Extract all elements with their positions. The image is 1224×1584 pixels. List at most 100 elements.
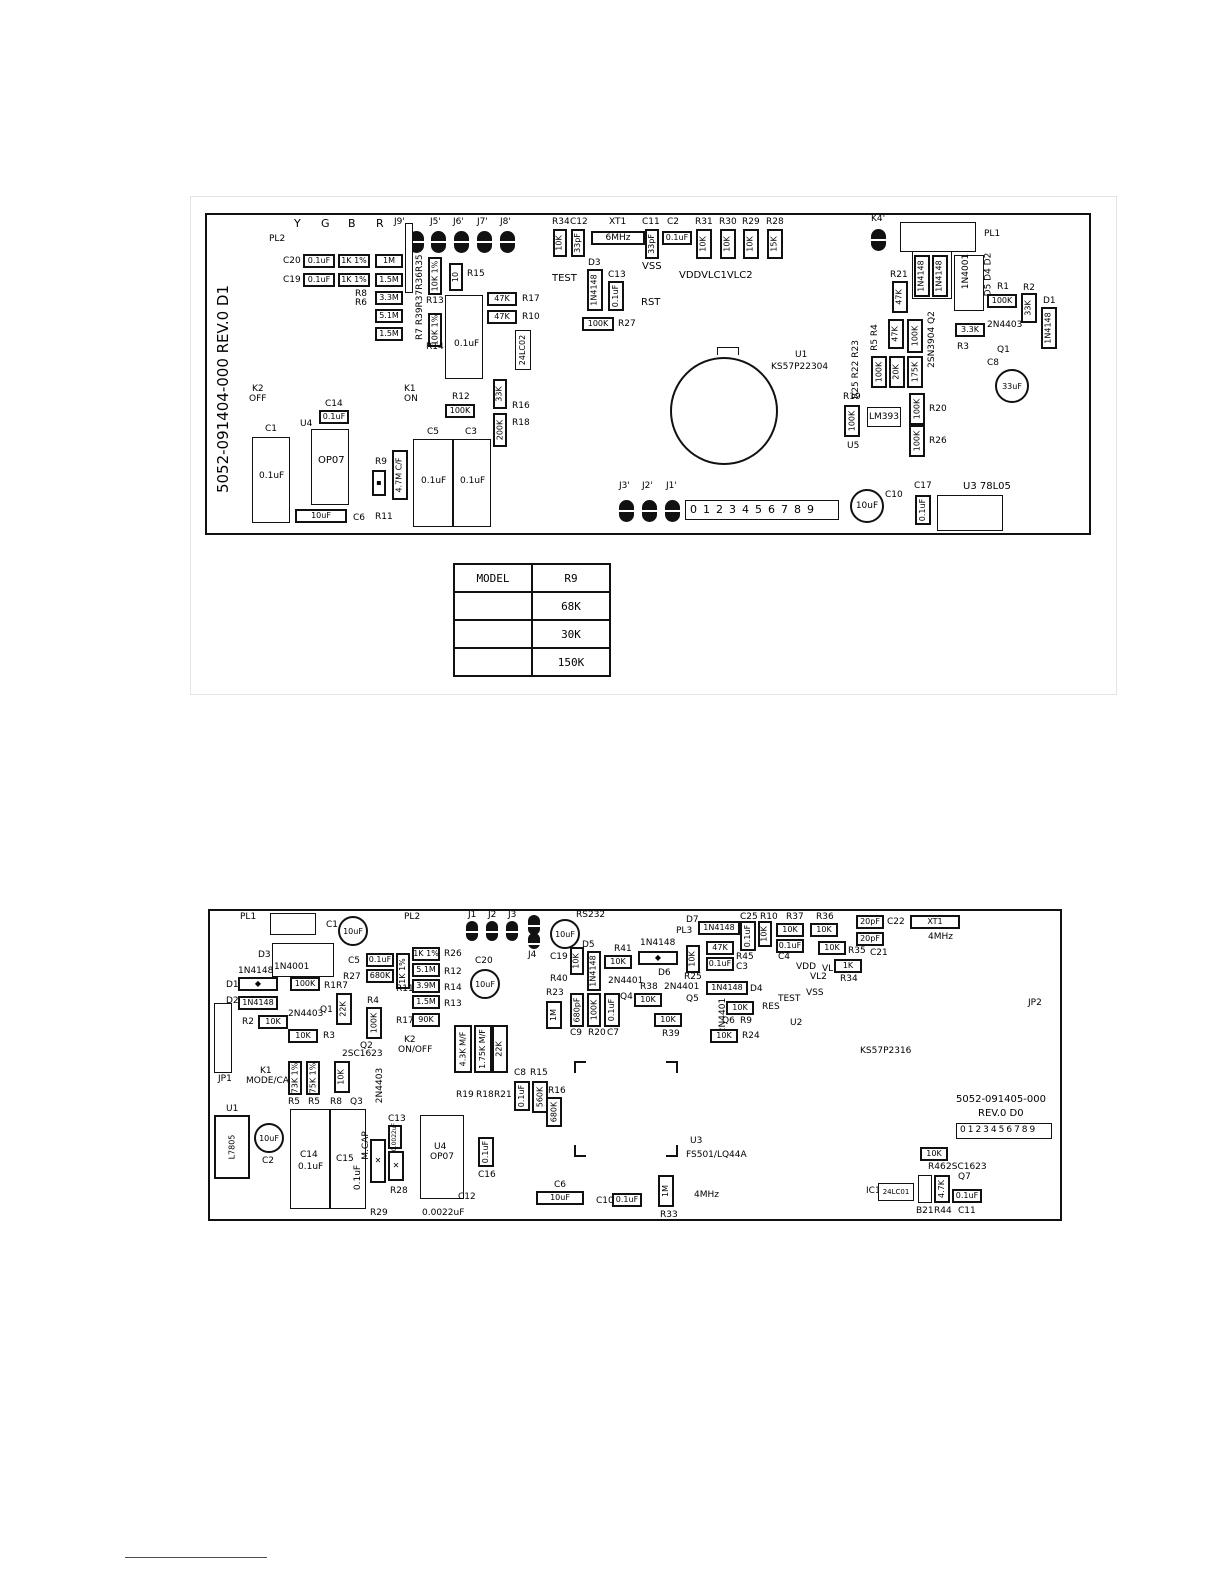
c10-label: C10 — [596, 1196, 614, 1206]
connector-pl1 — [900, 222, 976, 252]
resistor-r41: 10K — [604, 955, 632, 969]
c13-label: C13 — [608, 270, 626, 280]
capacitor-c25: 0.1uF — [740, 921, 756, 951]
c12-label: C12 — [458, 1192, 476, 1202]
resistor-r26: 1K 1% — [412, 947, 440, 961]
c17-label: C17 — [914, 481, 932, 491]
vss-label: VSS — [806, 988, 824, 998]
resistor-value: 15K — [770, 236, 779, 252]
q4-label: Q4 — [620, 992, 633, 1002]
jumper-label-j6: J6' — [453, 217, 464, 227]
u3-bracket-bl — [574, 1145, 586, 1157]
resistor-value: 100K — [294, 979, 316, 988]
r26-label: R26 — [929, 436, 947, 446]
resistor-value: 10K — [688, 951, 697, 967]
q1-part: 2N4403 — [288, 1009, 324, 1019]
resistor-value: 10K — [926, 1149, 942, 1158]
table-cell-model — [453, 619, 533, 649]
u3-label: U3 78L05 — [963, 481, 1011, 492]
resistor-r23: 1M — [546, 1001, 562, 1029]
resistor-value: 1.5M — [416, 997, 436, 1006]
d2-label: D2 — [226, 996, 239, 1006]
r27-label: R27 — [343, 972, 361, 982]
r5-r4-label: R5 R4 — [869, 324, 880, 351]
u4-label: U4 — [300, 419, 313, 429]
table-header-model: MODEL — [453, 563, 533, 593]
capacitor-c22: 20pF — [856, 915, 884, 929]
capacitor-c14: 0.1uF — [319, 410, 349, 424]
resistor-value: 175K — [910, 361, 920, 383]
c2-label: C2 — [262, 1156, 275, 1166]
resistor-value: 10K — [265, 1017, 281, 1026]
resistor-r18: 1.75K M/F — [474, 1025, 492, 1073]
diode-1n4148: 1N4148 — [914, 255, 930, 297]
crystal-xt1: 6MHz — [591, 231, 645, 245]
board2-rev: REV.0 D0 — [978, 1108, 1024, 1119]
capacitor-c4: 0.1uF — [776, 939, 804, 953]
u1-label: U1 — [795, 350, 808, 360]
r12-label: R12 — [444, 967, 462, 977]
diode-d7: 1N4148 — [698, 921, 740, 935]
r21-label: R21 — [494, 1090, 512, 1100]
resistor-value: 10K — [716, 1031, 732, 1040]
board1-frame — [190, 196, 1117, 695]
resistor-value: 10K 1% — [430, 314, 440, 346]
regulator-u3 — [937, 495, 1003, 531]
d2-value: 1N4001 — [961, 253, 972, 290]
c14-label: C14 — [325, 399, 343, 409]
d5-d4-d2-label: D5 D4 D2 — [983, 252, 994, 297]
diode-1n4001: 1N4148 — [932, 255, 948, 297]
resistor-r17: 47K — [487, 292, 517, 306]
r6-label: R5 — [308, 1097, 320, 1107]
test-label: TEST — [552, 273, 577, 284]
r34-label: R34 — [840, 974, 858, 984]
capacitor-c13: 0.1uF — [608, 281, 624, 311]
jumper-label-j5: J5' — [430, 217, 441, 227]
c2-label: C2 — [667, 217, 680, 227]
resistor-value: 1K 1% — [398, 958, 408, 984]
table-row: 68K — [453, 591, 611, 621]
d1-label: D1 — [226, 980, 239, 990]
resistor-r28: 15K — [767, 229, 783, 259]
c14-value: 0.1uF — [298, 1162, 324, 1172]
j1-label: J1' — [666, 481, 677, 491]
jumper-pad-k4 — [871, 229, 886, 251]
xt1-value: 4MHz — [928, 932, 953, 942]
d5-label: D5 — [582, 940, 595, 950]
capacitor-value: 0.1uF — [611, 284, 620, 308]
d7-label: D7 — [686, 915, 699, 925]
j2-label: J2 — [488, 910, 497, 920]
resistor-r39: 10K — [654, 1013, 682, 1027]
c22-value: 20pF — [860, 917, 880, 926]
res-label: RES — [762, 1002, 780, 1012]
pcb-board-top: 5052-091404-000 REV.0 D1 Y G B R PL2 J9'… — [205, 213, 1091, 535]
r11-label: R11 — [375, 512, 393, 522]
u3-bracket-br — [666, 1145, 678, 1157]
d3-value: 1N4001 — [274, 962, 310, 972]
table-cell-r9: 68K — [531, 591, 611, 621]
capacitor-c10: 10uF — [850, 489, 884, 523]
resistor-r12: 5.1M — [412, 963, 440, 977]
resistor-value: 47K — [494, 294, 510, 303]
c7-value: 0.1uF — [607, 998, 616, 1022]
diode-d2: 1N4148 — [238, 996, 278, 1010]
u1-label: U1 — [226, 1104, 239, 1114]
q7-label: Q7 — [958, 1172, 971, 1182]
capacitor-c6: 10uF — [295, 509, 347, 523]
d3-label: D3 — [258, 950, 271, 960]
crystal-value: 6MHz — [605, 232, 631, 243]
r20-label: R20 — [588, 1028, 606, 1038]
resistor-value: 10K — [699, 236, 708, 252]
resistor-value: 90K — [418, 1015, 434, 1024]
r1-label: R1 — [324, 981, 336, 991]
r13-label: R13 — [426, 296, 444, 306]
resistor-r13: 1.5M — [412, 995, 440, 1009]
resistor-value: 10K 1% — [430, 260, 440, 292]
jumper-pad — [528, 933, 540, 949]
jumper-pad — [665, 500, 680, 522]
table-row: 150K — [453, 647, 611, 677]
c11-label: C11 — [642, 217, 660, 227]
r8-label: R8 — [330, 1097, 342, 1107]
resistor-value: 22K — [339, 1001, 348, 1017]
k1-modecal: MODE/CAL — [246, 1076, 294, 1086]
